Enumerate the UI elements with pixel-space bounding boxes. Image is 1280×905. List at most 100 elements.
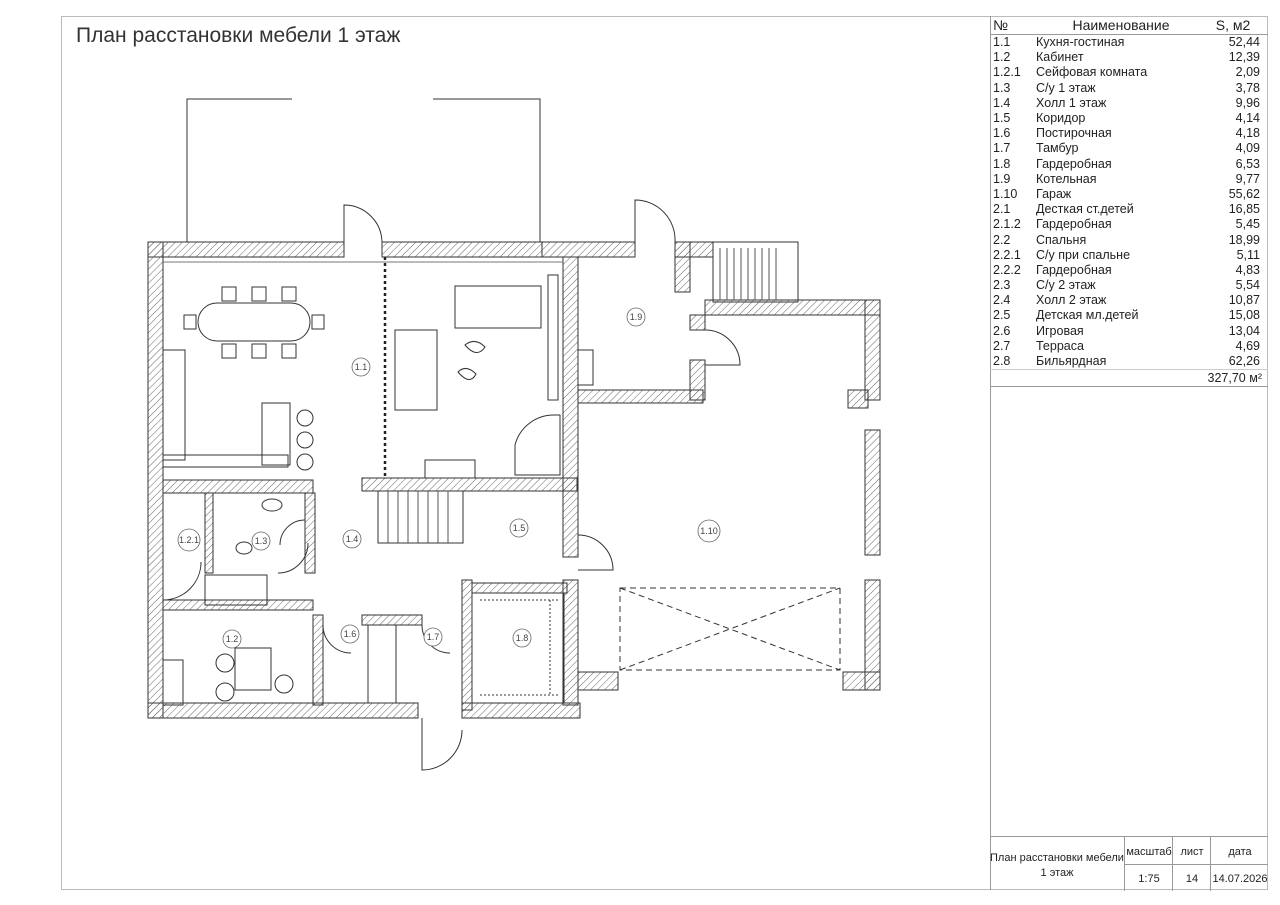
spec-cell-area: 18,99	[1228, 232, 1260, 247]
spec-row: 2.3 С/у 2 этаж 5,54	[990, 278, 1268, 293]
spec-row: 2.6 Игровая 13,04	[990, 324, 1268, 339]
spec-row: 1.6 Постирочная 4,18	[990, 126, 1268, 141]
spec-cell-area: 52,44	[1228, 35, 1260, 50]
spec-cell-area: 4,83	[1235, 262, 1260, 277]
spec-header-area: S, м2	[1215, 17, 1251, 33]
spec-cell-no: 2.5	[993, 308, 1011, 323]
spec-cell-area: 9,96	[1235, 95, 1260, 110]
spec-cell-name: Холл 2 этаж	[1036, 293, 1107, 308]
spec-cell-name: Кухня-гостиная	[1036, 35, 1125, 50]
spec-cell-name: Котельная	[1036, 171, 1097, 186]
spec-cell-no: 2.4	[993, 293, 1011, 308]
spec-cell-area: 5,54	[1235, 278, 1260, 293]
spec-cell-area: 16,85	[1228, 202, 1260, 217]
stamp-divider	[1124, 864, 1268, 865]
drawing-sheet-frame	[61, 16, 1268, 890]
spec-header-no: №	[993, 17, 1009, 33]
spec-cell-no: 1.1	[993, 35, 1011, 50]
spec-cell-no: 2.2.2	[993, 262, 1021, 277]
room-label-1-5: 1.5	[513, 523, 526, 533]
stamp-scale-cell: масштаб 1:75	[1124, 837, 1173, 891]
spec-cell-no: 1.9	[993, 171, 1011, 186]
room-label-1-10: 1.10	[700, 526, 718, 536]
spec-cell-name: Холл 1 этаж	[1036, 95, 1107, 110]
spec-cell-no: 1.4	[993, 95, 1011, 110]
spec-cell-no: 2.8	[993, 354, 1011, 369]
spec-cell-name: Спальня	[1036, 232, 1087, 247]
spec-cell-area: 4,09	[1235, 141, 1260, 156]
spec-cell-name: Тамбур	[1036, 141, 1079, 156]
spec-cell-no: 2.6	[993, 323, 1011, 338]
spec-row: 2.4 Холл 2 этаж 10,87	[990, 293, 1268, 308]
spec-cell-name: Гардеробная	[1036, 156, 1112, 171]
spec-total: 327,70 м²	[990, 369, 1268, 388]
spec-cell-name: Гараж	[1036, 186, 1072, 201]
spec-cell-area: 9,77	[1235, 171, 1260, 186]
room-label-1-2: 1.2	[226, 634, 239, 644]
spec-cell-name: Кабинет	[1036, 50, 1084, 65]
spec-cell-no: 2.1.2	[993, 217, 1021, 232]
stamp-date-cell: дата 14.07.2026	[1210, 837, 1269, 891]
spec-header-row: № Наименование S, м2	[990, 16, 1268, 35]
spec-cell-name: Гардеробная	[1036, 262, 1112, 277]
spec-cell-no: 1.8	[993, 156, 1011, 171]
spec-cell-area: 10,87	[1228, 293, 1260, 308]
spec-cell-no: 2.3	[993, 278, 1011, 293]
spec-cell-name: С/у 1 этаж	[1036, 80, 1096, 95]
spec-cell-name: Игровая	[1036, 323, 1084, 338]
spec-cell-name: Терраса	[1036, 338, 1084, 353]
spec-cell-area: 13,04	[1228, 323, 1260, 338]
spec-cell-name: С/у 2 этаж	[1036, 278, 1096, 293]
spec-cell-area: 5,45	[1235, 217, 1260, 232]
plan-linework	[162, 98, 841, 771]
stamp-sheet-label: лист	[1180, 846, 1204, 858]
room-labels: 1.1 1.2 1.2.1 1.3 1.4 1.5 1.6 1.7 1.8 1.…	[179, 312, 718, 644]
spec-divider	[990, 16, 991, 890]
spec-cell-area: 4,69	[1235, 338, 1260, 353]
room-label-1-3: 1.3	[255, 536, 268, 546]
spec-row: 2.1.2 Гардеробная 5,45	[990, 217, 1268, 232]
spec-cell-no: 2.2	[993, 232, 1011, 247]
room-label-1-7: 1.7	[427, 632, 440, 642]
spec-cell-name: Десткая ст.детей	[1036, 202, 1134, 217]
spec-cell-no: 1.3	[993, 80, 1011, 95]
room-label-1-8: 1.8	[516, 633, 529, 643]
spec-cell-area: 15,08	[1228, 308, 1260, 323]
spec-cell-no: 2.2.1	[993, 247, 1021, 262]
spec-cell-no: 1.2	[993, 50, 1011, 65]
spec-cell-no: 1.6	[993, 126, 1011, 141]
spec-cell-name: Постирочная	[1036, 126, 1112, 141]
stamp-sheet-cell: лист 14	[1172, 837, 1211, 891]
spec-cell-no: 2.7	[993, 338, 1011, 353]
spec-cell-area: 2,09	[1235, 65, 1260, 80]
stamp-date-value: 14.07.2026	[1212, 873, 1268, 885]
room-label-1-1: 1.1	[355, 362, 368, 372]
room-markers	[177, 307, 721, 649]
spec-cell-name: Гардеробная	[1036, 217, 1112, 232]
page-title: План расстановки мебели 1 этаж	[76, 24, 401, 47]
spec-header-name: Наименование	[1072, 17, 1170, 33]
spec-cell-no: 1.5	[993, 111, 1011, 126]
spec-row: 1.4 Холл 1 этаж 9,96	[990, 96, 1268, 111]
room-label-1-9: 1.9	[630, 312, 643, 322]
spec-cell-name: Коридор	[1036, 111, 1086, 126]
spec-row: 1.1 Кухня-гостиная 52,44	[990, 35, 1268, 50]
walls	[147, 241, 881, 719]
spec-cell-area: 4,18	[1235, 126, 1260, 141]
area-spec-table: № Наименование S, м2 1.1 Кухня-гостиная 52…	[990, 16, 1268, 388]
room-label-1-2-1: 1.2.1	[179, 535, 199, 545]
spec-row: 2.7 Терраса 4,69	[990, 339, 1268, 354]
room-label-1-6: 1.6	[344, 629, 357, 639]
spec-cell-name: С/у при спальне	[1036, 247, 1131, 262]
